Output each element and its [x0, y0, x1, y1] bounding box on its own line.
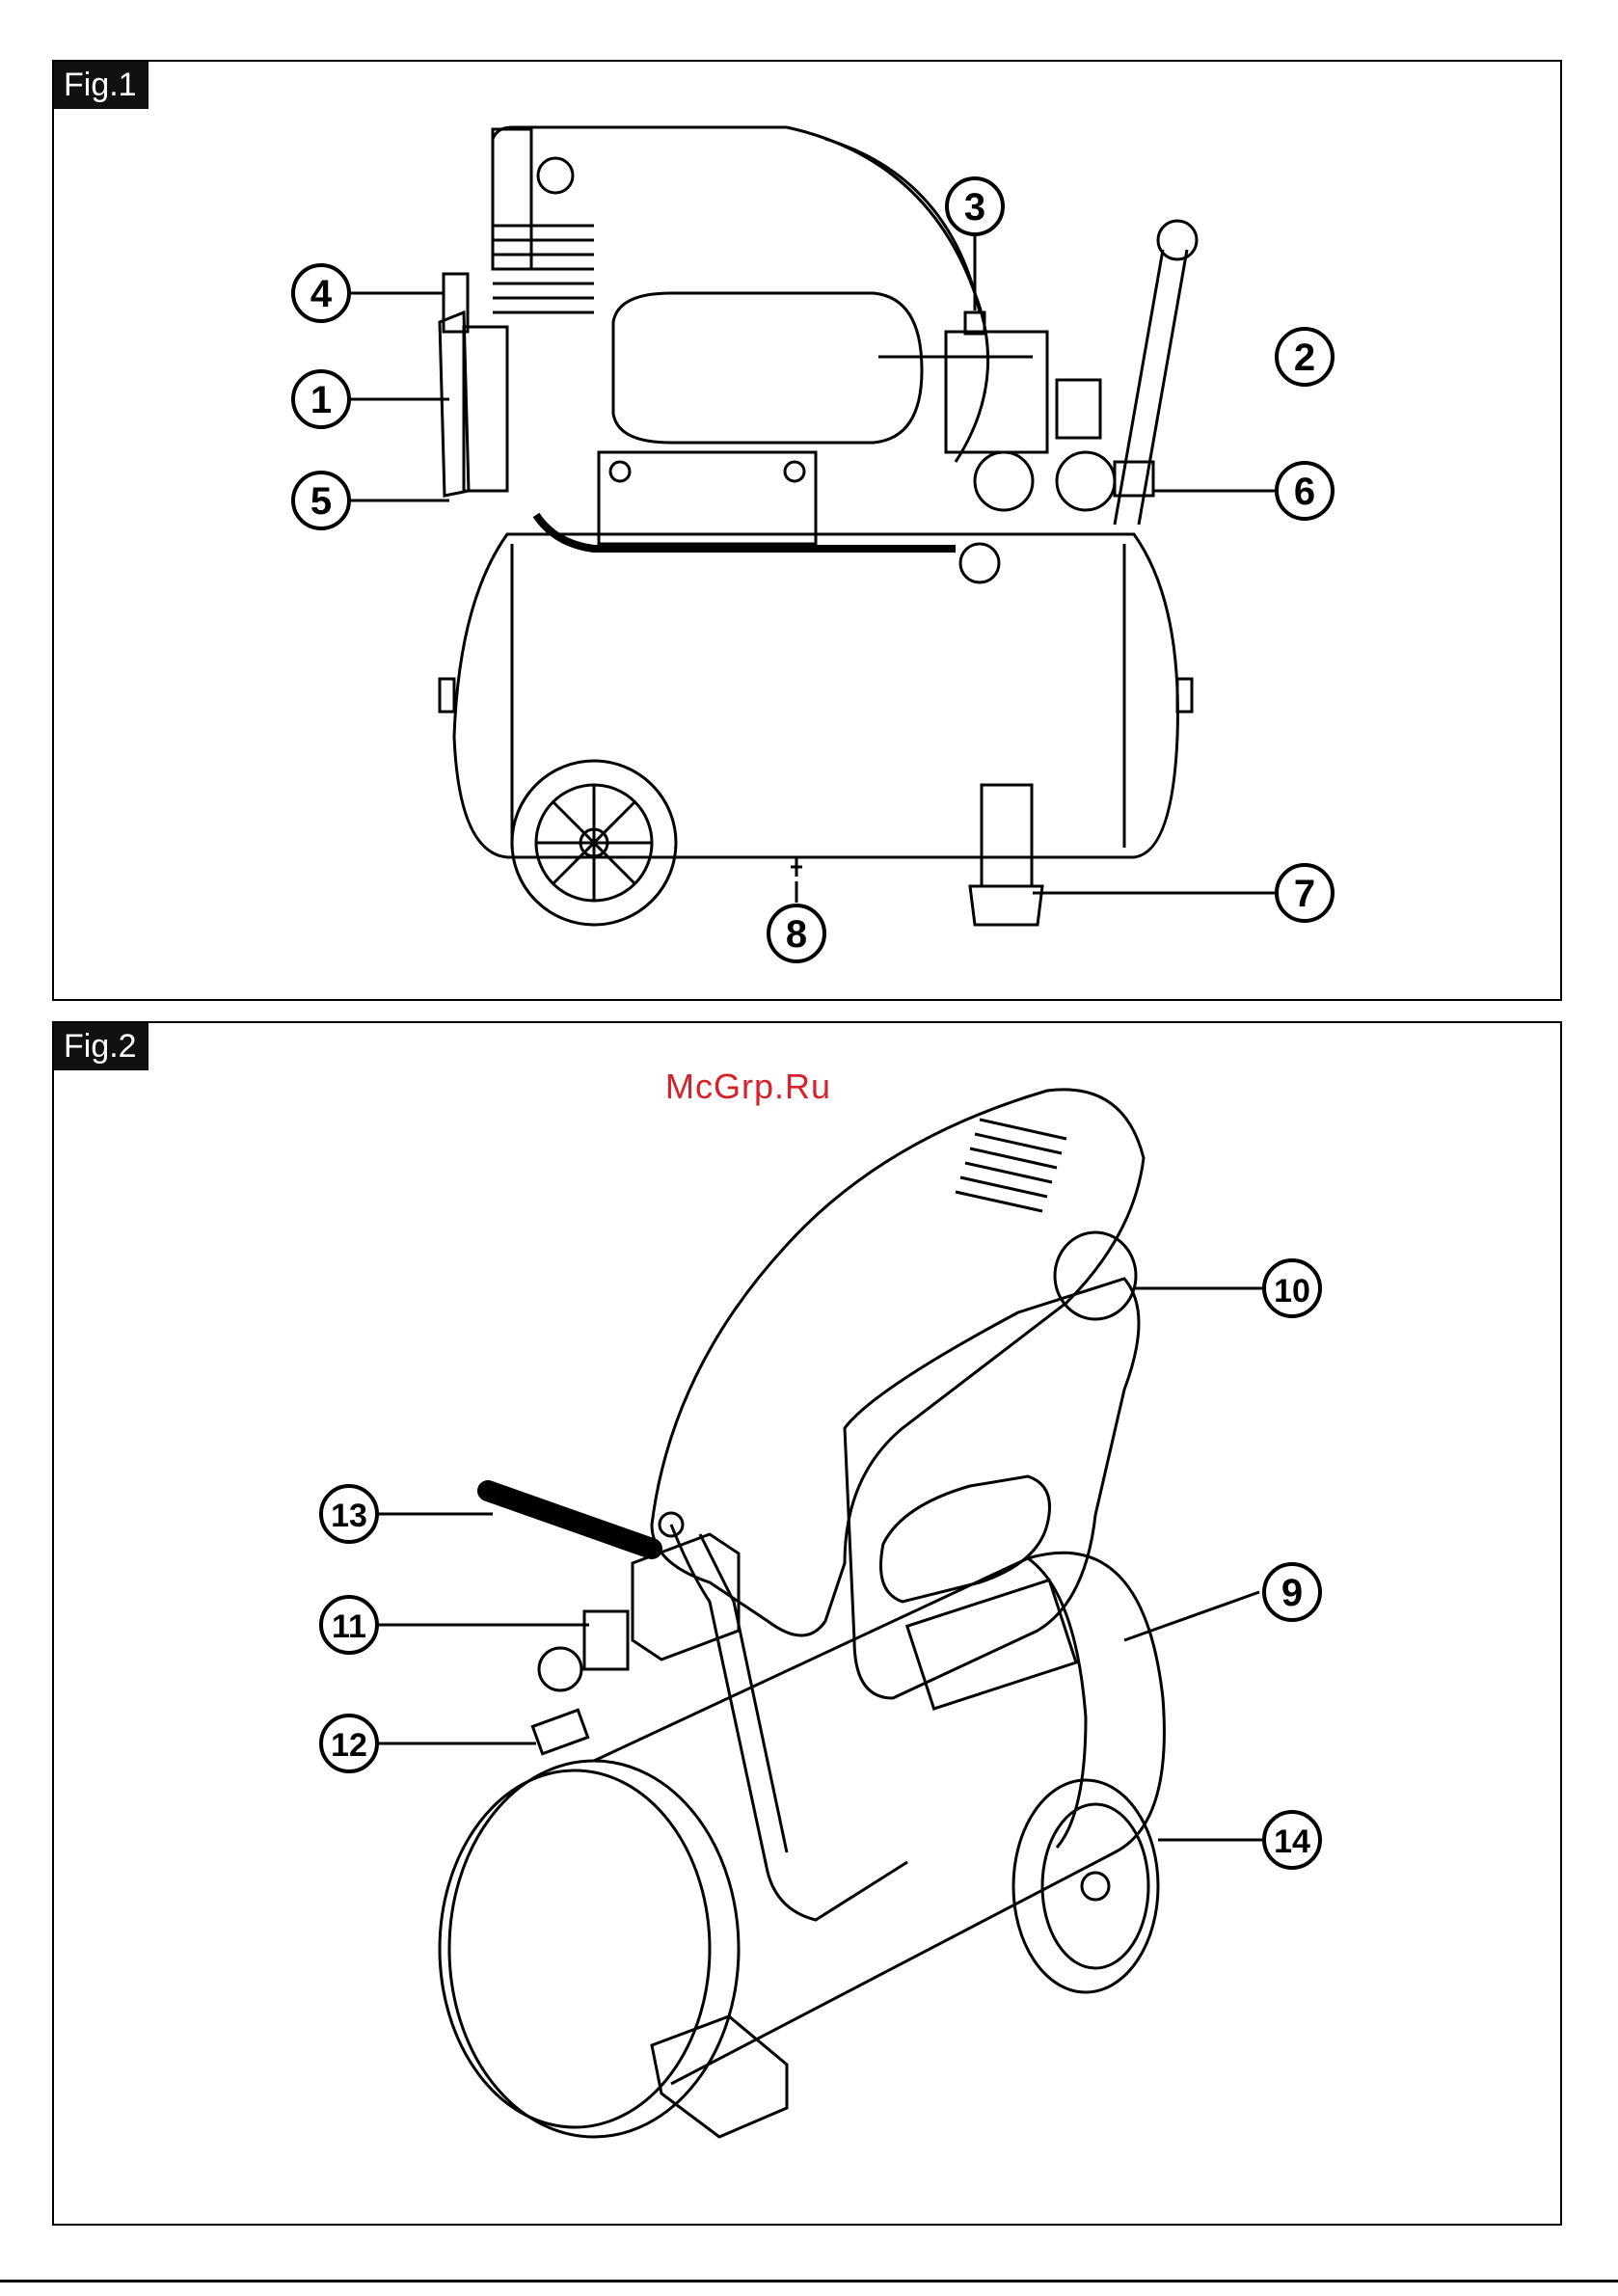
- callout-10: 10: [1264, 1260, 1320, 1316]
- rubber-foot: [982, 785, 1032, 886]
- tank-end-rim: [449, 1761, 739, 2137]
- figure-1-drawing: 1 2 3 4 5 6 7 8: [54, 62, 1564, 1003]
- callout-14: 14: [1264, 1812, 1320, 1868]
- callout-2-text: 2: [1294, 337, 1315, 379]
- shroud-vents: [956, 1120, 1066, 1211]
- tank-foot-left: [440, 679, 454, 712]
- footer-rule: [0, 2280, 1618, 2282]
- callout-11-text: 11: [332, 1608, 366, 1645]
- pressure-regulator: [584, 1611, 628, 1669]
- pump-bolt: [538, 158, 573, 193]
- callout-3: 3: [947, 178, 1003, 234]
- tank-end-cap: [440, 1770, 710, 2127]
- compressor-side-view: [440, 127, 1197, 925]
- pressure-switch: [946, 332, 1047, 452]
- callout-11: 11: [321, 1597, 377, 1653]
- air-tank-body: [594, 1553, 1164, 2084]
- wheel-spokes: [536, 785, 652, 901]
- figure-1-panel: Fig.1: [52, 60, 1562, 1001]
- callout-13: 13: [321, 1486, 377, 1542]
- carry-frame: [671, 1525, 907, 1920]
- handle-grip: [488, 1491, 652, 1549]
- callout-4: 4: [293, 265, 349, 321]
- figure-2-panel: Fig.2: [52, 1021, 1562, 2226]
- callout-1: 1: [293, 371, 349, 427]
- callout-8-text: 8: [786, 913, 807, 956]
- motor-bracket-plate: [599, 452, 816, 544]
- air-tank: [454, 534, 1177, 857]
- tank-foot-right: [1177, 679, 1192, 712]
- wheel-hub: [1082, 1873, 1109, 1900]
- housing-window: [881, 1476, 1050, 1602]
- pull-handle-pole-right: [1139, 250, 1187, 525]
- callout-7: 7: [1277, 865, 1333, 921]
- compressor-perspective-view: [440, 1090, 1164, 2137]
- motor-cover-window: [613, 293, 922, 443]
- bracket-bolt-right: [785, 462, 804, 481]
- pressure-gauge: [539, 1648, 581, 1690]
- pressure-regulator: [1057, 380, 1100, 438]
- callout-10-text: 10: [1274, 1273, 1310, 1310]
- fig1-leader-lines: [348, 233, 1293, 903]
- callout-6-text: 6: [1294, 471, 1315, 513]
- air-filter: [1055, 1232, 1136, 1319]
- pump-head: [493, 129, 531, 269]
- callout-4-text: 4: [310, 273, 333, 315]
- callout-1-text: 1: [310, 379, 332, 421]
- rubber-foot-base: [970, 886, 1042, 925]
- wheel-tire: [1013, 1780, 1158, 1992]
- quick-coupler: [532, 1710, 587, 1753]
- callout-9: 9: [1264, 1564, 1320, 1620]
- callout-14-text: 14: [1274, 1823, 1310, 1860]
- callout-2: 2: [1277, 329, 1333, 385]
- tank-pressure-gauge: [975, 452, 1033, 510]
- pull-handle-pole-left: [1115, 250, 1163, 525]
- pull-handle-grip: [1158, 221, 1197, 259]
- callout-12-text: 12: [331, 1727, 367, 1764]
- figure-2-drawing: 9 10 11 12 13 14: [54, 1023, 1564, 2228]
- callout-9-text: 9: [1281, 1572, 1303, 1614]
- callout-7-text: 7: [1294, 873, 1315, 915]
- pump-cylinder-fins: [493, 226, 594, 312]
- fan-cover: [464, 327, 507, 491]
- outlet-pressure-gauge: [1057, 452, 1115, 510]
- handle-top: [493, 127, 787, 168]
- callout-13-text: 13: [331, 1498, 367, 1534]
- drain-valve: [791, 857, 802, 877]
- callout-6: 6: [1277, 463, 1333, 519]
- wheel-rim: [1042, 1804, 1148, 1968]
- callout-5: 5: [293, 473, 349, 528]
- callout-12: 12: [321, 1715, 377, 1771]
- callout-8: 8: [769, 905, 824, 961]
- motor-housing: [845, 1279, 1139, 1698]
- watermark: McGrp.Ru: [665, 1067, 831, 1107]
- bracket-bolt-left: [610, 462, 630, 481]
- hose-fitting: [960, 544, 999, 582]
- callout-3-text: 3: [964, 186, 985, 229]
- carry-frame-inner: [700, 1534, 787, 1852]
- motor-plate: [907, 1580, 1076, 1708]
- callout-5-text: 5: [310, 480, 332, 523]
